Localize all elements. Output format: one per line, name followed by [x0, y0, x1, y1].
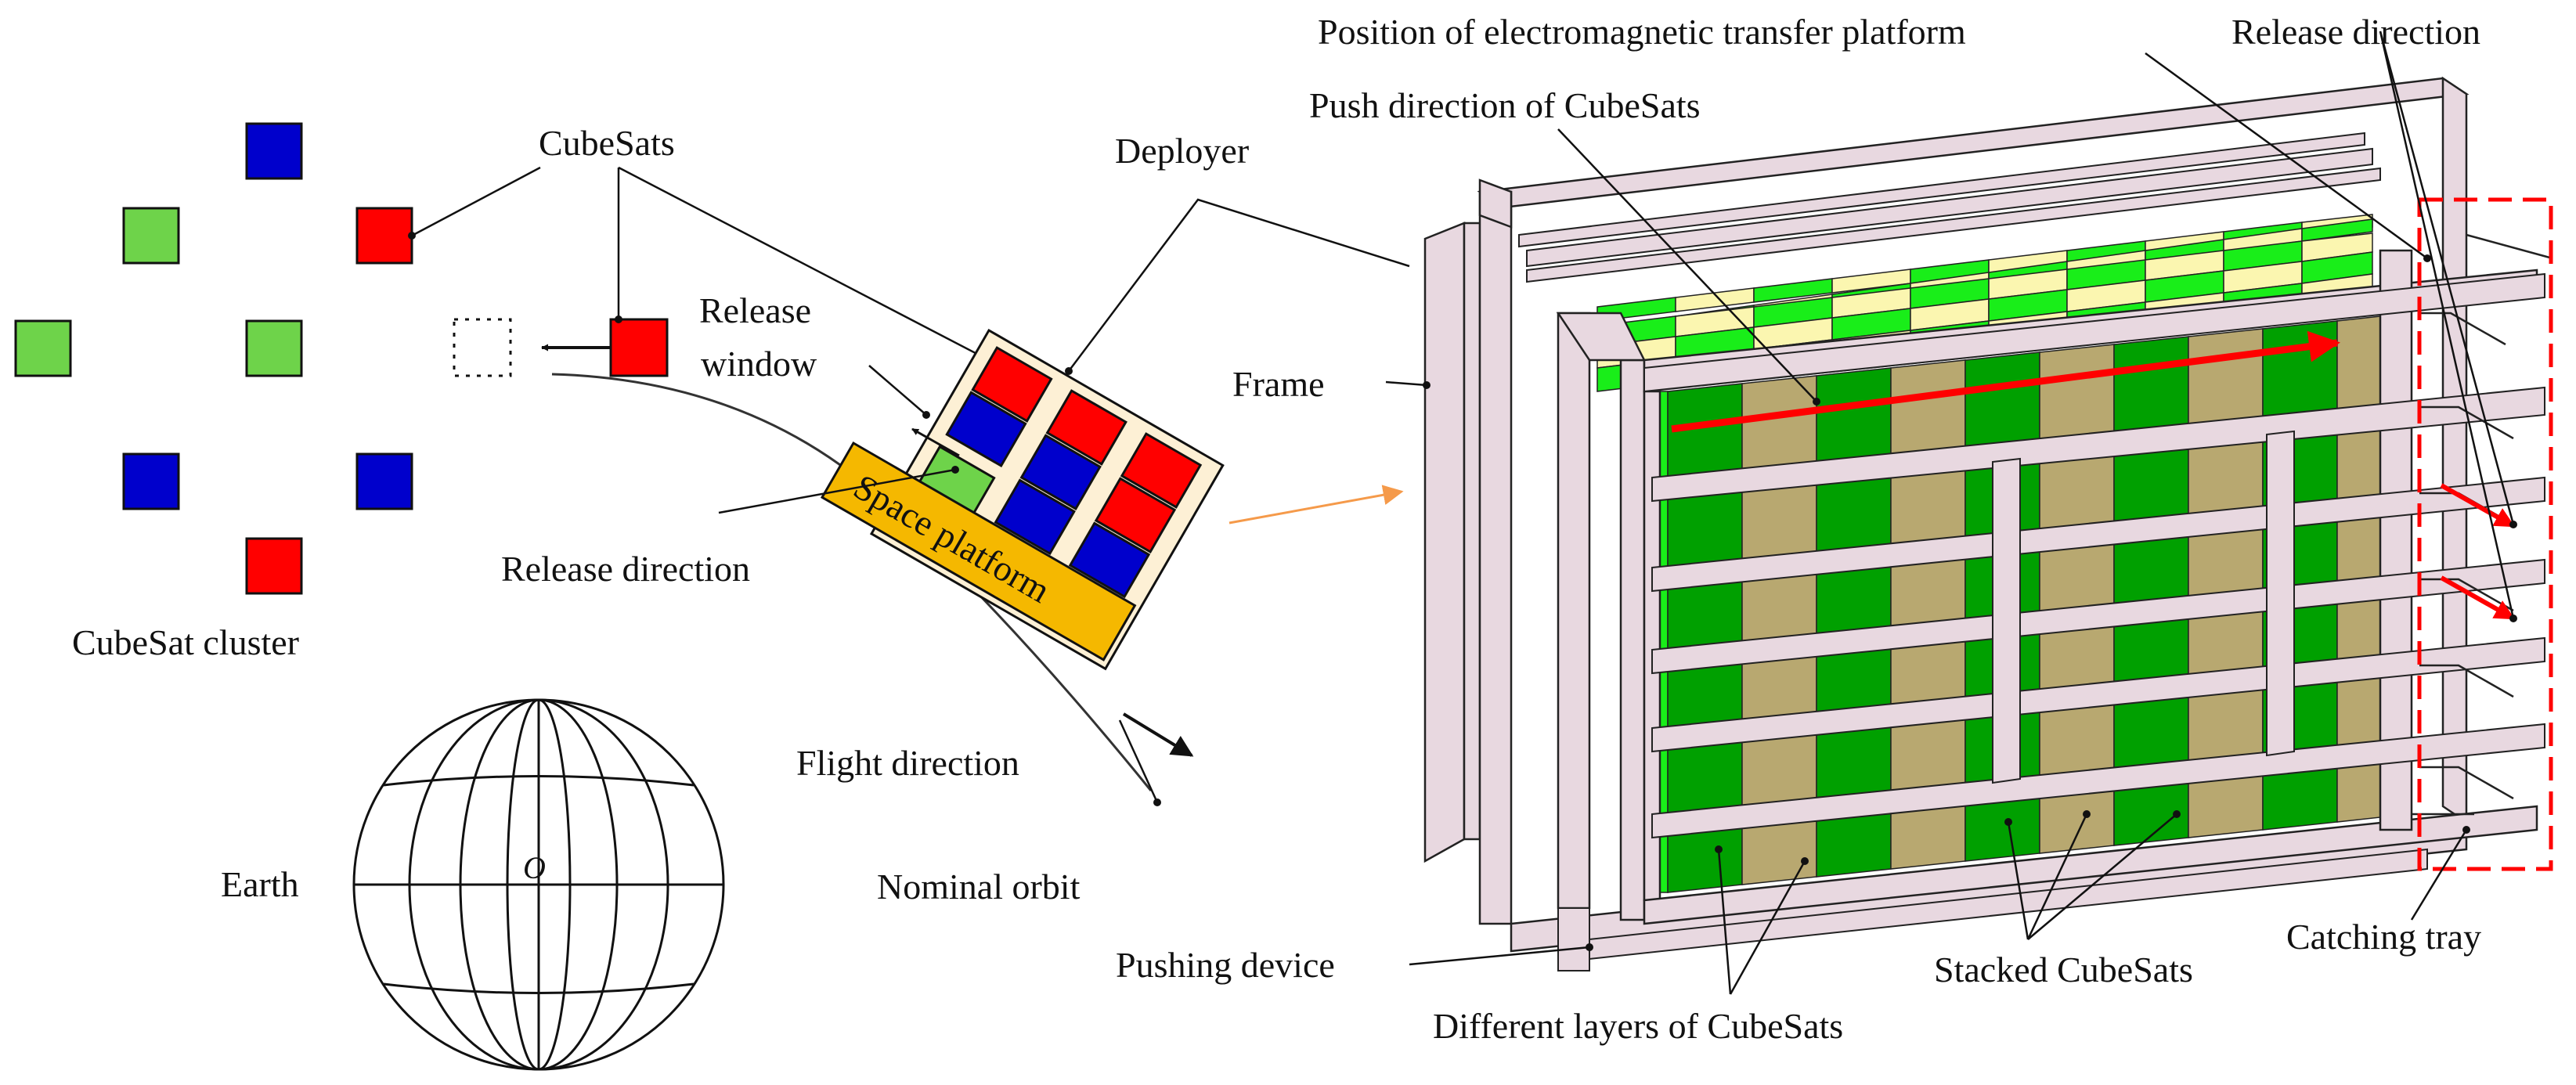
- deployer-cubesat-red: [1094, 477, 1177, 554]
- deployer-cubesat-blue: [1019, 434, 1102, 511]
- leader-dot: [1153, 798, 1161, 806]
- top-rails: [1518, 132, 2381, 283]
- stacked-cubesats-label: Stacked CubeSats: [1934, 950, 2193, 989]
- cubesats-leaders: [411, 166, 1011, 373]
- cubesat-green: [14, 319, 72, 377]
- earth-label: Earth: [221, 864, 299, 904]
- cubesat-target-position: [453, 318, 512, 377]
- release-direction-right-leader-2: [2379, 31, 2515, 619]
- front-face-cubesats: [1659, 315, 2381, 893]
- em-platform-label: Position of electromagnetic transfer pla…: [1318, 12, 1966, 52]
- leader-dot: [2083, 810, 2091, 818]
- leader-dot: [1065, 367, 1073, 375]
- deployer-label: Deployer: [1115, 131, 1249, 171]
- cubesat-green: [122, 207, 180, 265]
- nominal-orbit-label: Nominal orbit: [877, 867, 1081, 907]
- leader-dot: [2462, 826, 2470, 834]
- leader-dot: [1715, 845, 1723, 853]
- vertical-dividers: [1992, 430, 2295, 784]
- pushing-device: [1557, 848, 2428, 971]
- deployer-leader: [1068, 198, 1410, 372]
- pushing-device-label: Pushing device: [1116, 945, 1335, 985]
- leader-dot: [615, 315, 622, 323]
- cubesat-cluster: [14, 122, 669, 595]
- catching-tray-leader: [2410, 829, 2468, 921]
- frame-label: Frame: [1232, 364, 1325, 404]
- leader-dot: [2509, 521, 2517, 528]
- cubesat-blue: [122, 452, 180, 510]
- release-arrow-red-1: [2440, 483, 2516, 528]
- leader-dot: [2173, 810, 2181, 818]
- pushing-device-leader: [1409, 946, 1590, 966]
- leader-dot: [2004, 818, 2012, 826]
- frame-leader: [1385, 380, 1427, 387]
- horizontal-bars: [1643, 272, 2545, 839]
- release-direction-label-left: Release direction: [501, 549, 750, 589]
- different-layers-leader: [1729, 860, 1806, 995]
- cubesats-label: CubeSats: [539, 123, 675, 163]
- earth-center-label: O: [523, 850, 546, 885]
- release-direction-leader: [718, 468, 956, 514]
- cubesat-red-released: [609, 318, 669, 377]
- leader-dot: [922, 411, 930, 419]
- deployer-cubesat-blue: [994, 478, 1076, 556]
- push-direction-arrow: [1671, 330, 2340, 433]
- leader-dot: [951, 466, 959, 474]
- release-direction-right-leader: [2379, 31, 2515, 525]
- deployer-cubesat-red: [1045, 389, 1127, 466]
- deployer-cubesat-blue: [945, 391, 1027, 468]
- push-direction-label: Push direction of CubeSats: [1309, 85, 1701, 125]
- leader-dot: [408, 232, 416, 240]
- cubesat-green: [245, 319, 303, 377]
- push-direction-leader: [1557, 128, 1817, 402]
- different-layers-leader: [1717, 849, 1732, 995]
- leader-dot: [1586, 943, 1593, 951]
- earth-globe: [352, 698, 725, 1071]
- stacked-cubesats-leader: [2026, 813, 2088, 940]
- deployer-detail: [1423, 76, 2553, 971]
- deployer-cubesat-blue: [1068, 521, 1151, 599]
- nominal-orbit-leader: [1118, 719, 1159, 803]
- flight-direction-label: Flight direction: [796, 743, 1019, 783]
- release-arrow-red-2: [2440, 575, 2516, 621]
- release-window-leader: [868, 365, 927, 416]
- different-layers-label: Different layers of CubeSats: [1433, 1006, 1843, 1046]
- leader-dot: [1423, 381, 1431, 389]
- catching-tray-highlight: [2417, 197, 2553, 871]
- deployer-cubesat-red: [1120, 432, 1203, 509]
- cubesat-red: [355, 207, 413, 265]
- detail-pointer-arrow: [1228, 485, 1404, 524]
- space-platform-body: [820, 441, 1137, 661]
- stacked-cubesats-leader: [2007, 821, 2029, 940]
- leader-dot: [2509, 615, 2517, 622]
- leader-dot: [1801, 857, 1809, 865]
- catching-tray-label: Catching tray: [2286, 917, 2481, 957]
- cubesat-cluster-label: CubeSat cluster: [72, 622, 299, 662]
- leader-dot: [2423, 254, 2431, 262]
- deployer-cubesat-red: [971, 346, 1053, 423]
- stacked-cubesats-leader: [2027, 813, 2177, 940]
- release-window-label-2: window: [701, 344, 817, 384]
- cubesat-blue: [355, 452, 413, 510]
- cubesat-red: [245, 537, 303, 595]
- release-direction-arrow: [911, 427, 960, 457]
- em-platform-leader: [2145, 52, 2428, 260]
- flight-direction-arrow: [1122, 712, 1194, 757]
- release-window-label-1: Release: [699, 290, 811, 330]
- cubesat-blue: [245, 122, 303, 180]
- leader-dot: [1813, 398, 1820, 406]
- release-direction-right-label: Release direction: [2231, 12, 2480, 52]
